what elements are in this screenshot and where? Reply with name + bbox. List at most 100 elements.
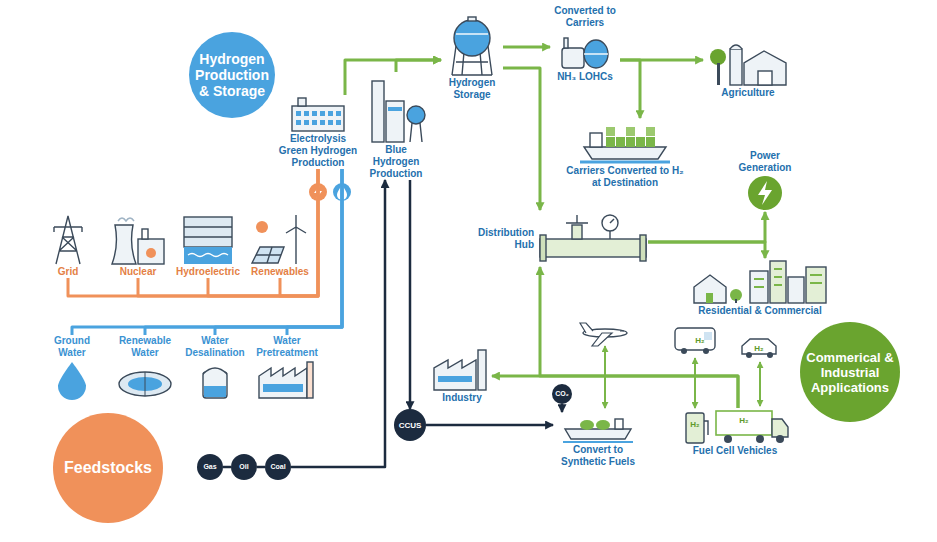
node-label: Renewable Water [112,335,178,359]
connector [291,180,385,467]
node-label: Distribution Hub [478,227,534,251]
process-icon: Electrolysis Green Hydrogen Production [276,95,360,169]
icon [747,175,783,211]
node-label: Electrolysis Green Hydrogen Production [276,133,360,169]
application-icon: Industry [432,345,492,404]
icon [257,360,317,400]
node-label: Carriers Converted to H₂ at Destination [563,165,687,189]
circle-label: Coal [270,463,285,471]
icon [560,30,610,70]
application-icon: Agriculture [703,40,793,99]
node-label: Blue Hydrogen Production [362,144,430,180]
water-icon: Water Pretreatment [250,335,324,401]
car-icon [742,339,776,358]
vehicle-label: H₂ [695,336,704,345]
connector [648,212,765,242]
application-icon: Power Generation [725,150,805,212]
connector [396,60,441,72]
connector [345,60,441,95]
icon [48,213,88,265]
icon [250,213,310,265]
connector [561,404,564,412]
icon [580,119,670,164]
node-label: Water Desalination [180,335,250,359]
feedstock-circle: Coal [265,454,291,480]
node-label: Fuel Cell Vehicles [693,445,777,457]
water-icon: Ground Water [42,335,102,401]
process-circle: CO₂ [552,384,572,404]
connector [223,466,231,469]
feedstock-circle: Oil [231,454,257,480]
icon [115,360,175,400]
node-label: Grid [58,266,79,278]
bus-icon [675,328,715,354]
connector [145,169,342,335]
connector [648,242,765,258]
section-circle: Feedstocks [53,413,163,523]
icon [538,211,648,266]
node-label: NH₃ LOHCs [557,71,613,83]
connector [68,169,318,296]
connector [257,466,265,469]
application-icon: Residential & Commercial [685,258,835,317]
circle-label: Oil [239,463,248,471]
circle-label: Feedstocks [64,459,152,477]
circle-label: CCUS [399,421,422,430]
energy-icon: Renewables [248,212,312,278]
node-label: Agriculture [721,87,774,99]
connector [503,46,550,49]
node-label: Power Generation [725,150,805,174]
connector [138,169,318,296]
ship-icon: Carriers Converted to H₂ at Destination [563,118,687,189]
node-label: Hydrogen Storage [441,77,503,101]
icon [195,360,235,400]
vehicle-label: H₂ [739,416,748,425]
feedstock-circle: Gas [197,454,223,480]
icon [432,346,492,391]
circle-label: Gas [203,463,216,471]
connector [409,180,412,409]
connector [503,68,540,210]
icon [52,360,92,400]
connector [287,169,342,335]
icon [563,413,633,443]
connector [426,424,553,427]
energy-icon: Nuclear [107,212,169,278]
storage-icon: Hydrogen Storage [441,15,503,101]
connector [540,267,738,408]
energy-icon: Grid [43,212,93,278]
vehicle-icon: Fuel Cell Vehicles [675,408,795,457]
vehicle-label: H₂ [690,420,699,429]
connector [620,60,640,118]
node-label: Converted to Carriers [550,5,620,29]
node-label: Convert to Synthetic Fuels [553,444,643,468]
node-label: Industry [442,392,481,404]
ship-icon: Convert to Synthetic Fuels [553,412,643,468]
connector [72,169,342,335]
process-circle: CCUS [394,409,426,441]
carrier-icon: Converted to CarriersNH₃ LOHCs [550,5,620,83]
node-label: Residential & Commercial [698,305,821,317]
icon [366,73,426,143]
section-circle: Commerical & Industrial Applications [800,322,900,422]
icon [178,213,238,265]
node-label: Renewables [251,266,309,278]
node-label: Nuclear [120,266,157,278]
node-label: Water Pretreatment [250,335,324,359]
circle-label: Hydrogen Production & Storage [193,51,271,99]
icon [690,259,830,304]
circle-label: Commerical & Industrial Applications [804,350,896,395]
connector [215,169,342,335]
airplane-icon [580,323,627,346]
process-icon: Blue Hydrogen Production [362,72,430,180]
connector [492,376,738,408]
node-label: Hydroelectric [176,266,240,278]
energy-icon: Hydroelectric [170,212,246,278]
icon [444,16,500,76]
icon [288,96,348,132]
water-icon: Water Desalination [180,335,250,401]
node-label: Ground Water [42,335,102,359]
icon [708,41,788,86]
circle-label: CO₂ [555,390,569,398]
section-circle: Hydrogen Production & Storage [189,32,275,118]
